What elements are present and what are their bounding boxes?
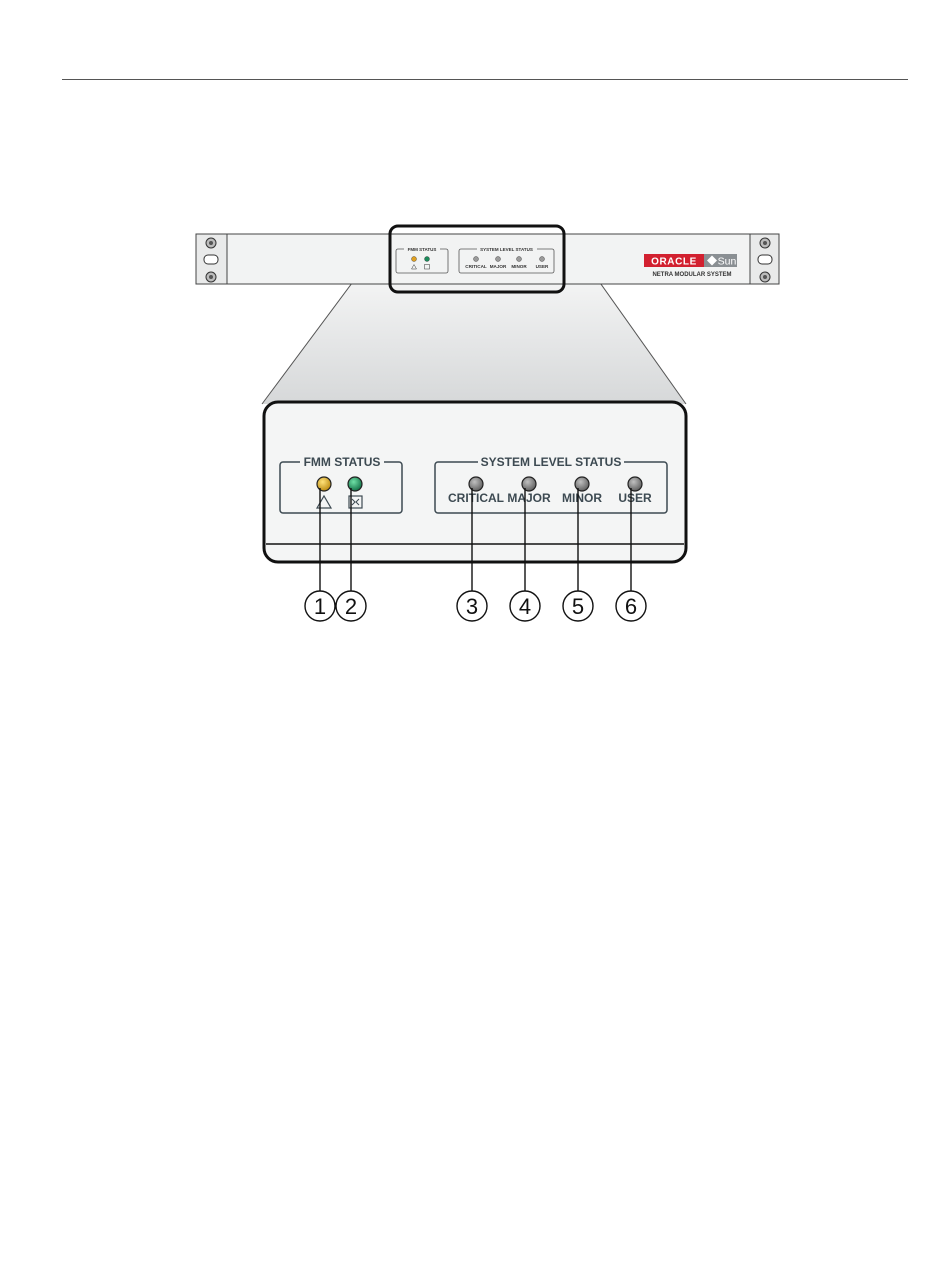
small-led-label: USER	[536, 264, 549, 269]
small-led-label: MAJOR	[490, 264, 507, 269]
small-led-minor	[517, 257, 522, 262]
callout-number-3: 3	[466, 594, 478, 619]
small-led-critical	[474, 257, 479, 262]
fmm-status-title: FMM STATUS	[304, 455, 381, 469]
status-led-fmm-fault	[317, 477, 331, 491]
callout-number-1: 1	[314, 594, 326, 619]
led-label-critical: CRITICAL	[448, 491, 504, 505]
small-fmm-led-green	[425, 257, 430, 262]
led-label-user: USER	[618, 491, 652, 505]
callout-number-5: 5	[572, 594, 584, 619]
status-led-fmm-service	[348, 477, 362, 491]
small-led-major	[496, 257, 501, 262]
callout-number-4: 4	[519, 594, 531, 619]
sun-logo-text: Sun	[718, 256, 737, 268]
system-level-status-title: SYSTEM LEVEL STATUS	[481, 455, 622, 469]
status-led-major	[522, 477, 536, 491]
status-led-minor	[575, 477, 589, 491]
small-fmm-title: FMM STATUS	[408, 247, 437, 252]
status-led-user	[628, 477, 642, 491]
callout-number-2: 2	[345, 594, 357, 619]
led-label-minor: MINOR	[562, 491, 602, 505]
mount-slot-icon	[204, 255, 218, 264]
small-led-user	[540, 257, 545, 262]
status-led-critical	[469, 477, 483, 491]
small-led-label: CRITICAL	[465, 264, 487, 269]
small-fmm-led-amber	[412, 257, 417, 262]
small-sys-title: SYSTEM LEVEL STATUS	[480, 247, 533, 252]
led-label-major: MAJOR	[507, 491, 551, 505]
product-name: NETRA MODULAR SYSTEM	[652, 272, 731, 278]
small-led-label: MINOR	[511, 264, 527, 269]
mount-slot-icon	[758, 255, 772, 264]
callout-number-6: 6	[625, 594, 637, 619]
oracle-logo-text: ORACLE	[651, 257, 697, 268]
